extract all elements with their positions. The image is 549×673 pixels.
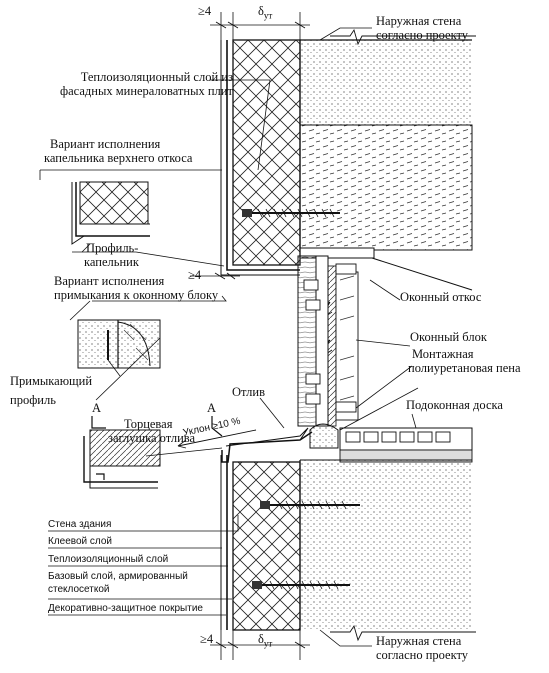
- leader-lines: [39, 27, 419, 647]
- label-insulation: Теплоизоляционный слой из фасадных минер…: [60, 70, 233, 98]
- legend-base-layer-line1: Базовый слой, армированный: [48, 571, 188, 582]
- dim-delta-bottom-symbol: δ: [258, 632, 264, 646]
- dim-delta-top-symbol: δ: [258, 4, 264, 18]
- label-adjoining-profile-line2: профиль: [10, 393, 56, 407]
- dim-delta-bottom-sub: ут: [263, 638, 273, 649]
- label-sill: Отлив: [232, 385, 266, 399]
- label-outer-wall-top: Наружная стена согласно проекту: [376, 14, 468, 42]
- label-end-cap: Торцевая заглушка отлива: [108, 417, 195, 445]
- label-section-a-left: А: [92, 401, 102, 415]
- label-sill-board: Подоконная доска: [406, 398, 503, 412]
- label-window-reveal: Оконный откос: [400, 290, 482, 304]
- label-outer-wall-bottom-line2: согласно проекту: [376, 648, 469, 662]
- label-drip-variant: Вариант исполнения капельника верхнего о…: [44, 137, 192, 165]
- label-insulation-line2: фасадных минераловатных плит: [60, 84, 233, 98]
- label-adjoining-profile: Примыкающий профиль: [10, 374, 92, 407]
- label-outer-wall-top-line2: согласно проекту: [376, 28, 469, 42]
- legend-base-layer-line2: стеклосеткой: [48, 584, 110, 595]
- dim-gap-top: ≥4: [198, 4, 212, 18]
- label-mounting-foam-line2: полиуретановая пена: [408, 361, 521, 375]
- label-junction-variant: Вариант исполнения примыкания к оконному…: [54, 274, 218, 302]
- dim-delta-top-sub: ут: [263, 10, 273, 21]
- legend-decorative-coating: Декоративно-защитное покрытие: [48, 603, 203, 614]
- section-a-marks: [91, 416, 223, 437]
- dim-gap-mid: ≥4: [188, 268, 202, 282]
- dim-delta-bottom: δут: [258, 632, 272, 651]
- label-adjoining-profile-line1: Примыкающий: [10, 374, 93, 388]
- label-junction-variant-line1: Вариант исполнения: [54, 274, 165, 288]
- label-junction-variant-line2: примыкания к оконному блоку: [54, 288, 219, 302]
- anchor-upper: [242, 208, 340, 218]
- label-section-a-right: А: [207, 401, 217, 415]
- window-sill-board: [339, 427, 473, 463]
- dimension-mid: [190, 272, 240, 280]
- anchor-lower: [252, 500, 360, 590]
- sill-flashing: [221, 427, 313, 463]
- dim-delta-top: δут: [258, 4, 272, 23]
- insulation-upper: [220, 39, 301, 276]
- label-drip-profile-line2: капельник: [84, 255, 139, 269]
- window-block: [297, 255, 359, 427]
- slope-arrow: [177, 429, 257, 449]
- label-mounting-foam: Монтажная полиуретановая пена: [408, 347, 521, 375]
- label-end-cap-line2: заглушка отлива: [108, 431, 196, 445]
- label-drip-profile-line1: Профиль-: [86, 241, 139, 255]
- label-drip-variant-line1: Вариант исполнения: [50, 137, 161, 151]
- legend-adhesive-layer: Клеевой слой: [48, 536, 113, 547]
- legend-building-wall: Стена здания: [48, 519, 112, 530]
- label-drip-variant-line2: капельника верхнего откоса: [44, 151, 193, 165]
- dimension-bottom: [210, 630, 310, 660]
- label-drip-profile: Профиль- капельник: [84, 241, 139, 269]
- label-insulation-line1: Теплоизоляционный слой из: [80, 70, 233, 84]
- detail-junction-variant: [77, 319, 161, 369]
- label-outer-wall-bottom-line1: Наружная стена: [376, 634, 462, 648]
- detail-drip-variant: [68, 181, 150, 245]
- label-window-block: Оконный блок: [410, 330, 487, 344]
- legend-lines: [48, 515, 239, 616]
- outer-wall-lower: [299, 459, 472, 630]
- dimension-top: [210, 12, 310, 40]
- label-outer-wall-bottom: Наружная стена согласно проекту: [376, 634, 468, 662]
- insulation-lower: [220, 455, 301, 631]
- detail-end-cap: [80, 429, 161, 494]
- mounting-foam: [309, 423, 339, 449]
- label-mounting-foam-line1: Монтажная: [412, 347, 474, 361]
- wall-lintel: [299, 124, 473, 291]
- dim-gap-bottom: ≥4: [200, 632, 214, 646]
- label-outer-wall-top-line1: Наружная стена: [376, 14, 462, 28]
- label-end-cap-line1: Торцевая: [124, 417, 173, 431]
- legend-insulation-layer: Теплоизоляционный слой: [48, 554, 169, 565]
